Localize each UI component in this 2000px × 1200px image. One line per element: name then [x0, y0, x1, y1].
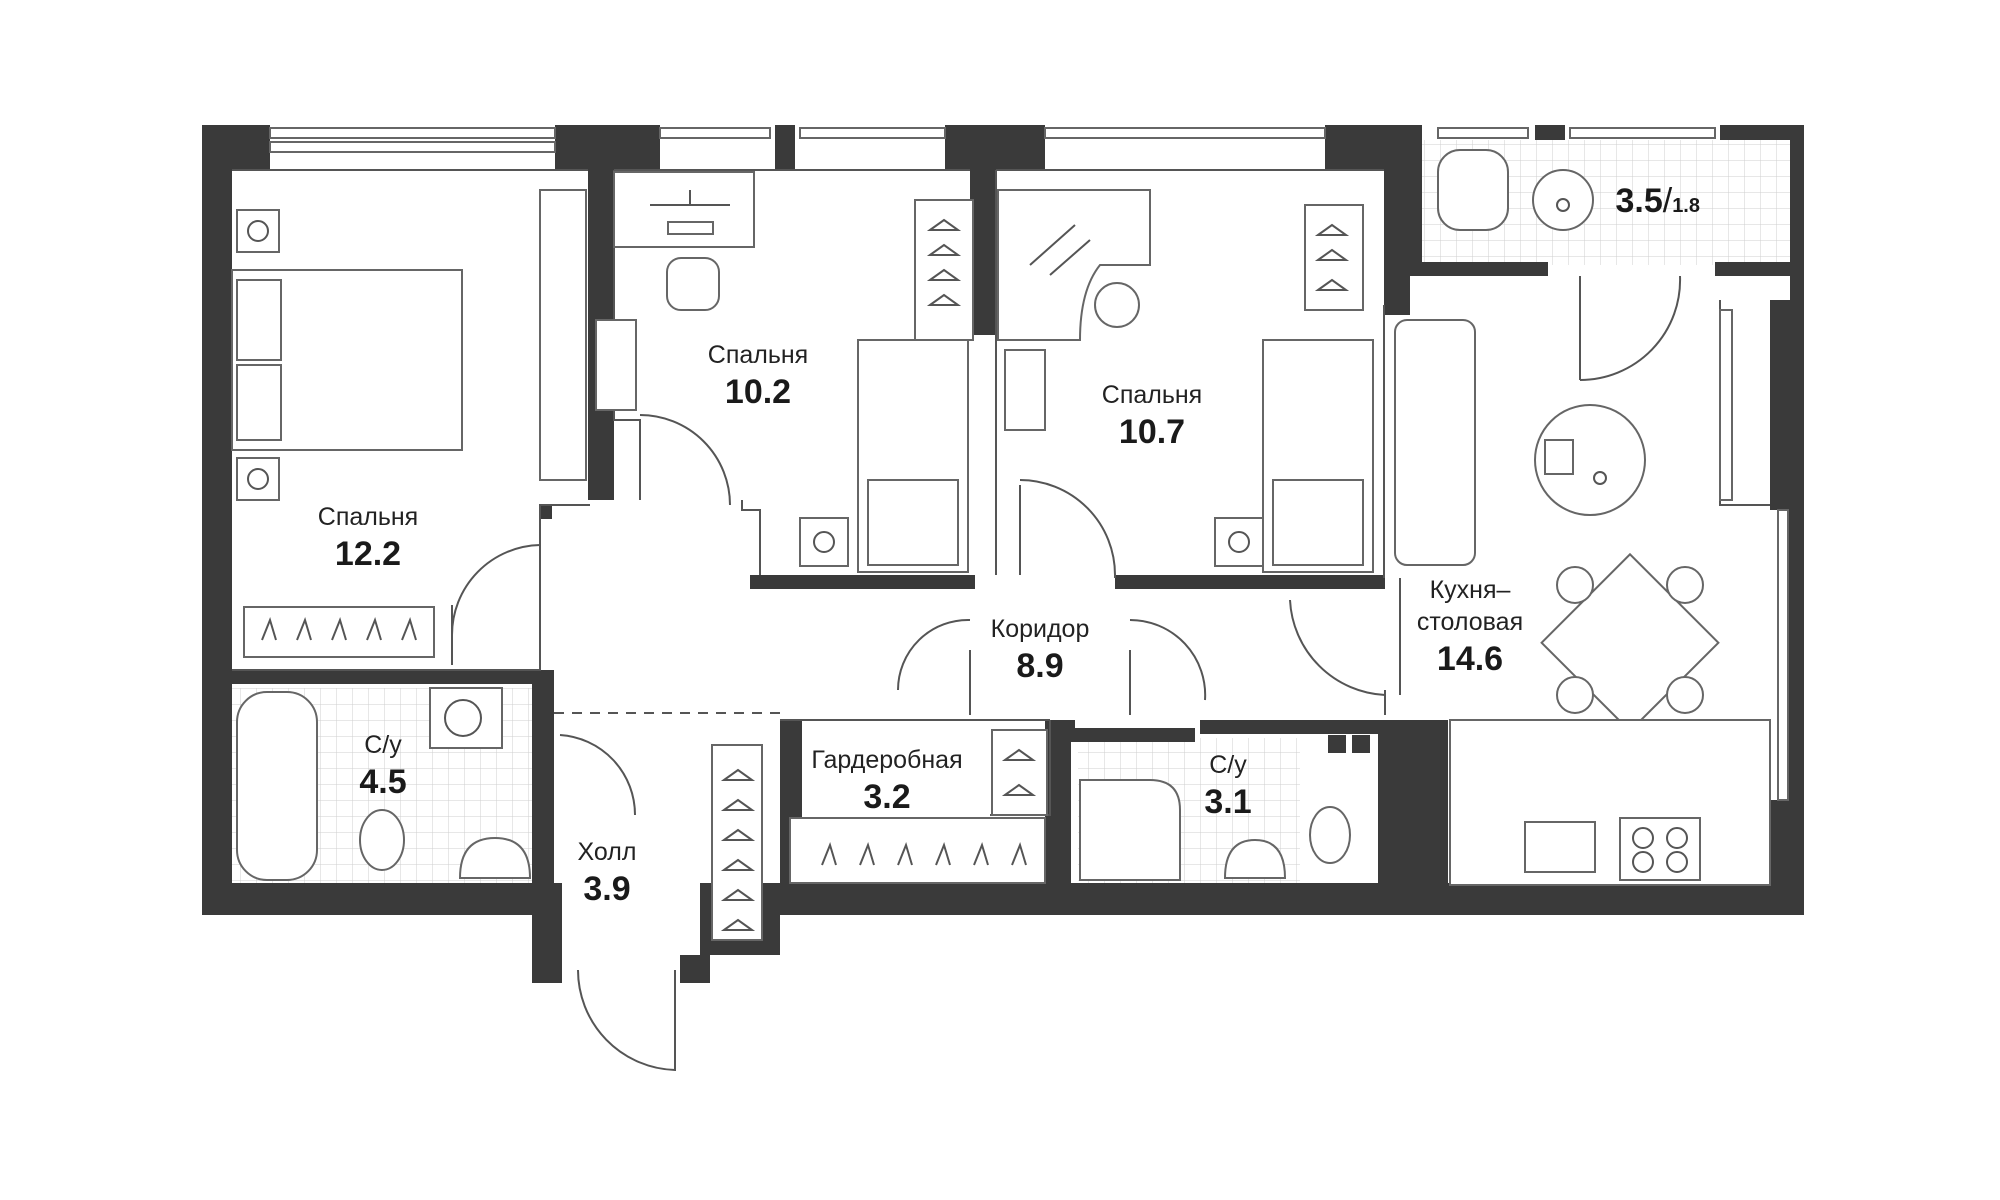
balcony-furniture	[1437, 149, 1594, 231]
label-kitchen-name-line1: Кухня–	[1430, 576, 1511, 604]
bedroom-3-furniture	[997, 189, 1374, 573]
label-bath-1-name: С/у	[364, 731, 402, 759]
balcony-area-secondary: 1.8	[1672, 195, 1700, 217]
hanger-icon-row-1	[261, 616, 417, 641]
label-bedroom-3-area: 10.7	[1119, 413, 1185, 451]
bath-1-furniture	[236, 687, 532, 881]
windows	[269, 127, 1789, 801]
doors	[451, 275, 1682, 1072]
hanger-icon-rows	[720, 748, 1037, 931]
balcony-area-main: 3.5	[1615, 182, 1662, 220]
balcony-area-separator: /	[1663, 182, 1673, 220]
wardrobe-furniture	[711, 729, 1048, 941]
label-bedroom-main-area: 12.2	[335, 535, 401, 573]
bath-2-furniture	[1079, 779, 1351, 881]
main-bedroom-furniture	[231, 189, 587, 658]
label-kitchen-name-line2: столовая	[1417, 608, 1523, 636]
label-bath-2-area: 3.1	[1204, 783, 1251, 821]
label-bedroom-3-name: Спальня	[1102, 381, 1202, 409]
label-corridor-name: Коридор	[991, 615, 1090, 643]
thin-walls	[232, 169, 1770, 816]
label-corridor-area: 8.9	[1016, 647, 1063, 685]
label-wardrobe-name: Гардеробная	[811, 746, 962, 774]
hanger-icon-column-2	[926, 218, 962, 306]
hanger-icon-column-3	[1314, 223, 1350, 291]
label-bedroom-main-name: Спальня	[318, 503, 418, 531]
label-bedroom-2-name: Спальня	[708, 341, 808, 369]
bedroom-2-furniture	[595, 171, 974, 573]
label-bath-1-area: 4.5	[359, 763, 406, 801]
label-hall-area: 3.9	[583, 870, 630, 908]
kitchen-furniture	[1394, 319, 1771, 886]
fridge-boxes	[1328, 735, 1438, 826]
label-kitchen-area: 14.6	[1437, 640, 1503, 678]
label-wardrobe-area: 3.2	[863, 778, 910, 816]
walls	[202, 125, 1804, 983]
label-bedroom-2-area: 10.2	[725, 373, 791, 411]
label-balcony-area: 3.5/1.8	[1615, 182, 1700, 220]
label-bath-2-name: С/у	[1209, 751, 1247, 779]
label-hall-name: Холл	[578, 838, 637, 866]
